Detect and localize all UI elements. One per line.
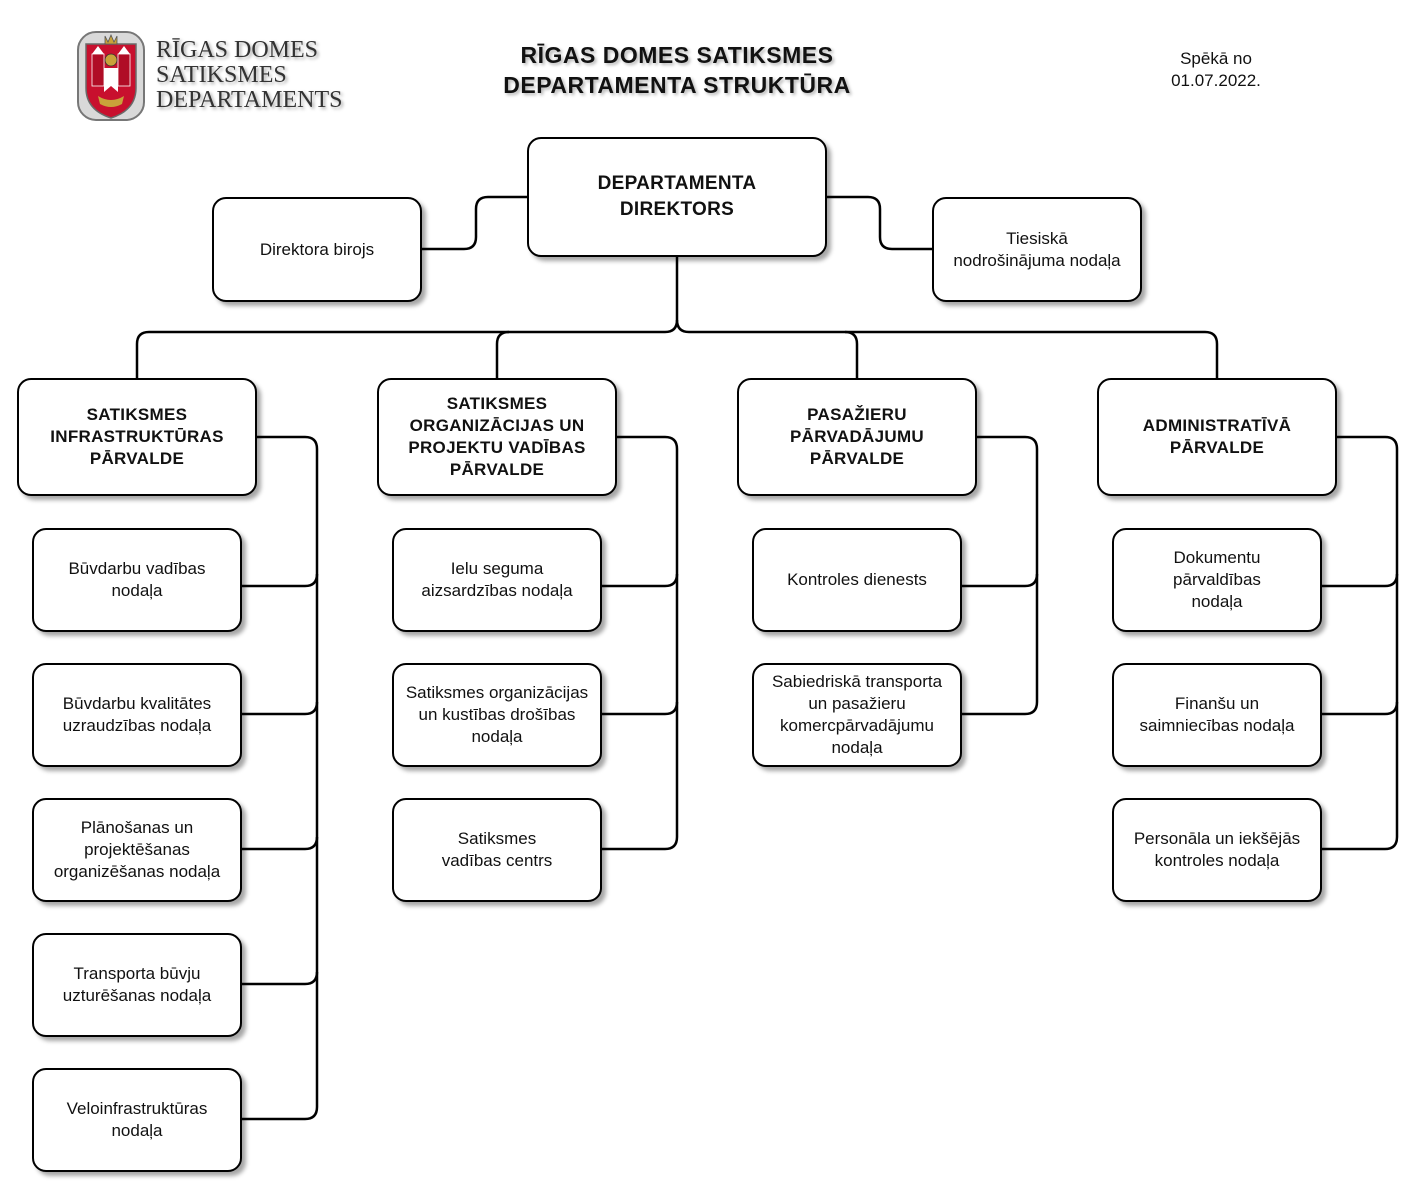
logo-text: RĪGAS DOMES SATIKSMES DEPARTAMENTS <box>156 37 343 113</box>
legal-department-box: Tiesiskā nodrošinājuma nodaļa <box>932 197 1142 302</box>
unit-box: Satiksmes organizācijas un kustības droš… <box>392 663 602 767</box>
division-box-passenger-transport: PASAŽIERU PĀRVADĀJUMU PĀRVALDE <box>737 378 977 496</box>
director-box: DEPARTAMENTA DIREKTORS <box>527 137 827 257</box>
unit-box: Būvdarbu vadības nodaļa <box>32 528 242 632</box>
unit-box: Kontroles dienests <box>752 528 962 632</box>
unit-box: Transporta būvju uzturēšanas nodaļa <box>32 933 242 1037</box>
director-office-box: Direktora birojs <box>212 197 422 302</box>
unit-box: Dokumentu pārvaldības nodaļa <box>1112 528 1322 632</box>
unit-box: Personāla un iekšējās kontroles nodaļa <box>1112 798 1322 902</box>
unit-box: Būvdarbu kvalitātes uzraudzības nodaļa <box>32 663 242 767</box>
division-box-infrastructure: SATIKSMES INFRASTRUKTŪRAS PĀRVALDE <box>17 378 257 496</box>
division-box-administrative: ADMINISTRATĪVĀ PĀRVALDE <box>1097 378 1337 496</box>
unit-box: Satiksmes vadības centrs <box>392 798 602 902</box>
unit-box: Ielu seguma aizsardzības nodaļa <box>392 528 602 632</box>
unit-box: Sabiedriskā transporta un pasažieru kome… <box>752 663 962 767</box>
unit-box: Finanšu un saimniecības nodaļa <box>1112 663 1322 767</box>
department-logo: RĪGAS DOMES SATIKSMES DEPARTAMENTS <box>76 30 366 126</box>
effective-date: Spēkā no 01.07.2022. <box>1171 49 1261 90</box>
riga-coat-of-arms-icon <box>77 31 145 121</box>
division-box-traffic-organization: SATIKSMES ORGANIZĀCIJAS UN PROJEKTU VADĪ… <box>377 378 617 496</box>
unit-box: Veloinfrastruktūras nodaļa <box>32 1068 242 1172</box>
page-title: RĪGAS DOMES SATIKSMES DEPARTAMENTA STRUK… <box>503 42 851 98</box>
unit-box: Plānošanas un projektēšanas organizēšana… <box>32 798 242 902</box>
